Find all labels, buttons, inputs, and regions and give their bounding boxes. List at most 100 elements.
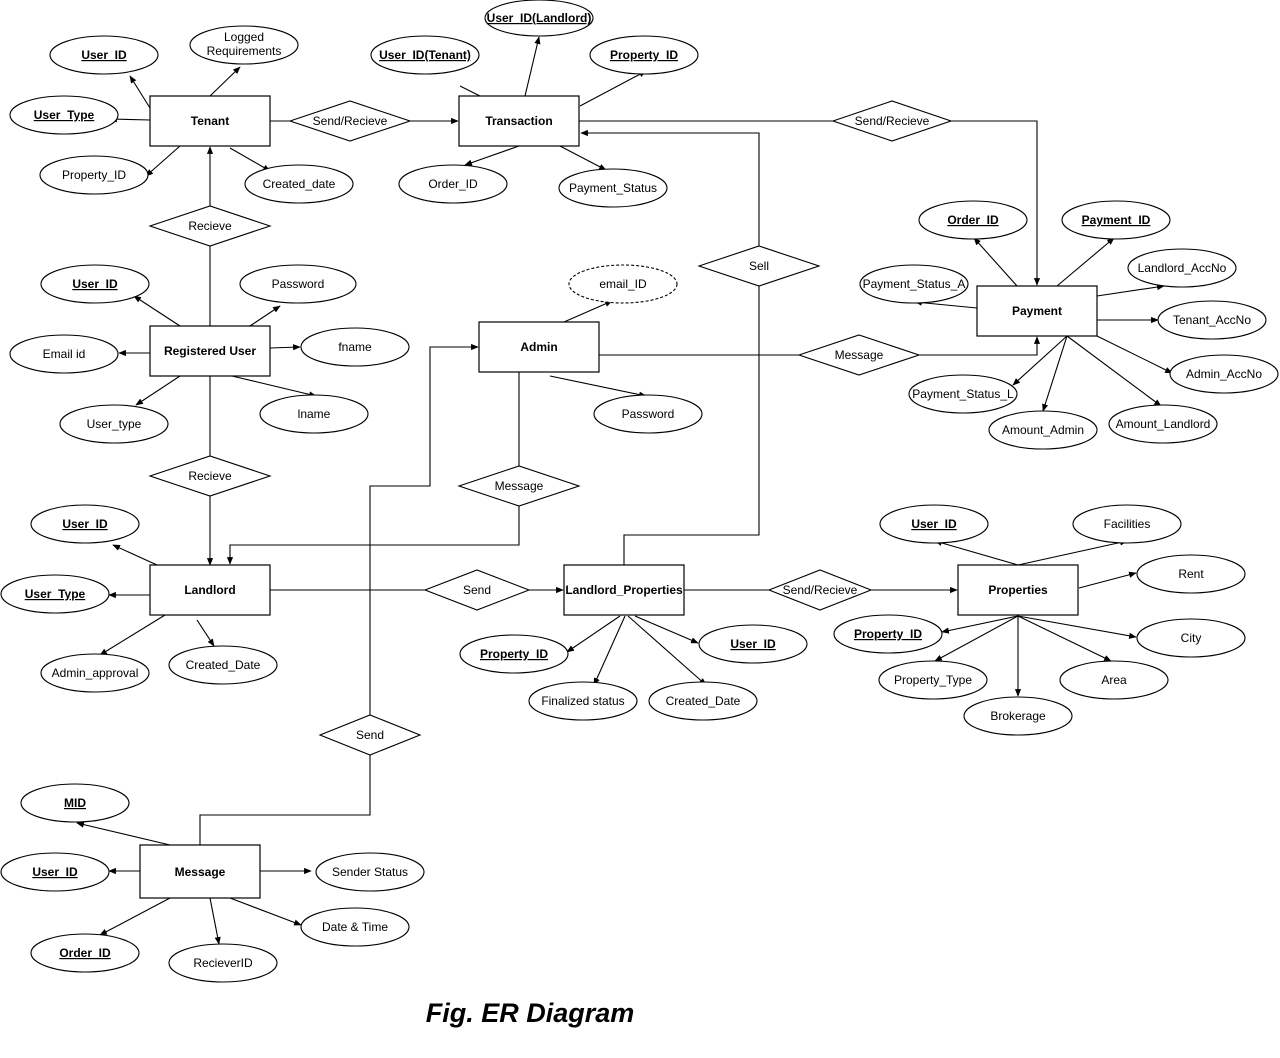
svg-text:Email id: Email id [43,347,86,361]
attr-payment-payment-id: Payment_ID [1061,200,1171,240]
entity-landlord-properties: Landlord_Properties [563,564,685,616]
attr-transaction-user-id-landlord: User_ID(Landlord) [484,0,594,37]
attr-registered-user-type: User_type [59,404,169,444]
attr-properties-property-type: Property_Type [878,660,988,700]
svg-text:Admin_approval: Admin_approval [52,666,139,680]
relationship-registered-user-landlord: Recieve [148,455,272,497]
entity-message: Message [139,844,261,899]
relationship-admin-landlord: Message [457,465,581,507]
svg-text:Sender Status: Sender Status [332,865,408,879]
entity-landlord: Landlord [149,564,271,616]
relationship-transaction-payment: Send/Recieve [831,100,953,142]
attr-transaction-property-id: Property_ID [589,35,699,75]
svg-text:Password: Password [622,407,675,421]
attr-properties-city: City [1136,618,1246,658]
attr-payment-status-l: Payment_Status_L [908,374,1018,414]
svg-text:User_ID(Tenant): User_ID(Tenant) [379,48,471,62]
attr-lp-user-id: User_ID [698,624,808,664]
svg-text:Created_Date: Created_Date [186,658,261,672]
svg-text:Payment: Payment [1012,304,1062,318]
svg-text:Property_ID: Property_ID [480,647,548,661]
svg-text:Rent: Rent [1178,567,1204,581]
attr-payment-order-id: Order_ID [918,200,1028,240]
svg-text:Message: Message [835,348,884,362]
entity-transaction: Transaction [458,95,580,147]
attr-payment-tenant-accno: Tenant_AccNo [1157,300,1267,340]
attr-properties-area: Area [1059,660,1169,700]
svg-text:Property_ID: Property_ID [62,168,126,182]
attr-properties-property-id: Property_ID [833,614,943,654]
svg-text:Payment_Status: Payment_Status [569,181,657,195]
svg-text:Send/Recieve: Send/Recieve [783,583,858,597]
attr-lp-created-date: Created_Date [648,681,758,721]
svg-text:User_ID: User_ID [62,517,108,531]
relationship-sell: Sell [697,245,821,287]
svg-text:Order_ID: Order_ID [59,946,111,960]
svg-text:email_ID: email_ID [599,277,647,291]
svg-text:Landlord_Properties: Landlord_Properties [565,583,683,597]
svg-text:User_ID: User_ID [72,277,118,291]
svg-text:Facilities: Facilities [1104,517,1151,531]
svg-text:RecieverID: RecieverID [193,956,253,970]
attr-registered-email-id: Email id [9,334,119,374]
svg-text:Brokerage: Brokerage [990,709,1046,723]
attr-tenant-user-type: User_Type [9,95,119,135]
svg-text:Sell: Sell [749,259,769,273]
svg-text:Registered User: Registered User [164,344,256,358]
svg-text:Created_date: Created_date [263,177,336,191]
attr-properties-rent: Rent [1136,554,1246,594]
svg-text:Amount_Admin: Amount_Admin [1002,423,1084,437]
attr-message-sender-status: Sender Status [315,852,425,892]
attr-payment-admin-accno: Admin_AccNo [1169,354,1279,394]
svg-text:Finalized status: Finalized status [541,694,624,708]
attr-message-user-id: User_ID [0,852,110,892]
relationship-message-admin: Send [318,714,422,756]
attr-message-mid: MID [20,783,130,823]
svg-text:Order_ID: Order_ID [428,177,478,191]
attr-admin-email-id: email_ID [568,264,678,304]
attr-registered-lname: lname [259,394,369,434]
attr-registered-user-id: User_ID [40,264,150,304]
attr-tenant-created-date: Created_date [244,164,354,204]
svg-text:User_Type: User_Type [34,108,95,122]
attr-properties-user-id: User_ID [879,504,989,544]
svg-text:Admin_AccNo: Admin_AccNo [1186,367,1262,381]
attr-payment-status-a: Payment_Status_A [859,264,969,304]
svg-text:Tenant_AccNo: Tenant_AccNo [1173,313,1251,327]
figure-caption: Fig. ER Diagram [425,998,635,1028]
svg-text:User_ID: User_ID [911,517,957,531]
svg-text:Payment_Status_A: Payment_Status_A [863,277,966,291]
svg-text:User_ID: User_ID [730,637,776,651]
svg-text:Send/Recieve: Send/Recieve [313,114,388,128]
svg-text:Requirements: Requirements [207,44,282,58]
entity-registered-user: Registered User [149,325,271,377]
attr-properties-facilities: Facilities [1072,504,1182,544]
svg-text:User_ID: User_ID [32,865,78,879]
entity-properties: Properties [957,564,1079,616]
attr-admin-password: Password [593,394,703,434]
svg-text:User_Type: User_Type [25,587,86,601]
svg-text:Landlord: Landlord [184,583,235,597]
relationship-landlord-properties-properties: Send/Recieve [767,569,873,611]
attr-registered-fname: fname [300,327,410,367]
attr-tenant-user-id: User_ID [49,35,159,75]
attr-tenant-property-id: Property_ID [39,155,149,195]
attr-lp-finalized-status: Finalized status [528,681,638,721]
attr-payment-amount-admin: Amount_Admin [988,410,1098,450]
svg-text:Message: Message [175,865,226,879]
attr-landlord-user-type: User_Type [0,574,110,614]
svg-text:Recieve: Recieve [188,219,232,233]
relationship-landlord-landlord-properties: Send [423,569,531,611]
svg-text:Send: Send [356,728,384,742]
svg-text:User_ID(Landlord): User_ID(Landlord) [487,11,592,25]
svg-text:Password: Password [272,277,325,291]
svg-text:Logged: Logged [224,30,264,44]
attr-landlord-user-id: User_ID [30,504,140,544]
attr-registered-password: Password [239,264,357,304]
attr-landlord-admin-approval: Admin_approval [40,653,150,693]
attr-message-date-time: Date & Time [300,907,410,947]
attr-transaction-order-id: Order_ID [398,164,508,204]
attr-payment-amount-landlord: Amount_Landlord [1108,404,1218,444]
svg-text:Property_ID: Property_ID [854,627,922,641]
